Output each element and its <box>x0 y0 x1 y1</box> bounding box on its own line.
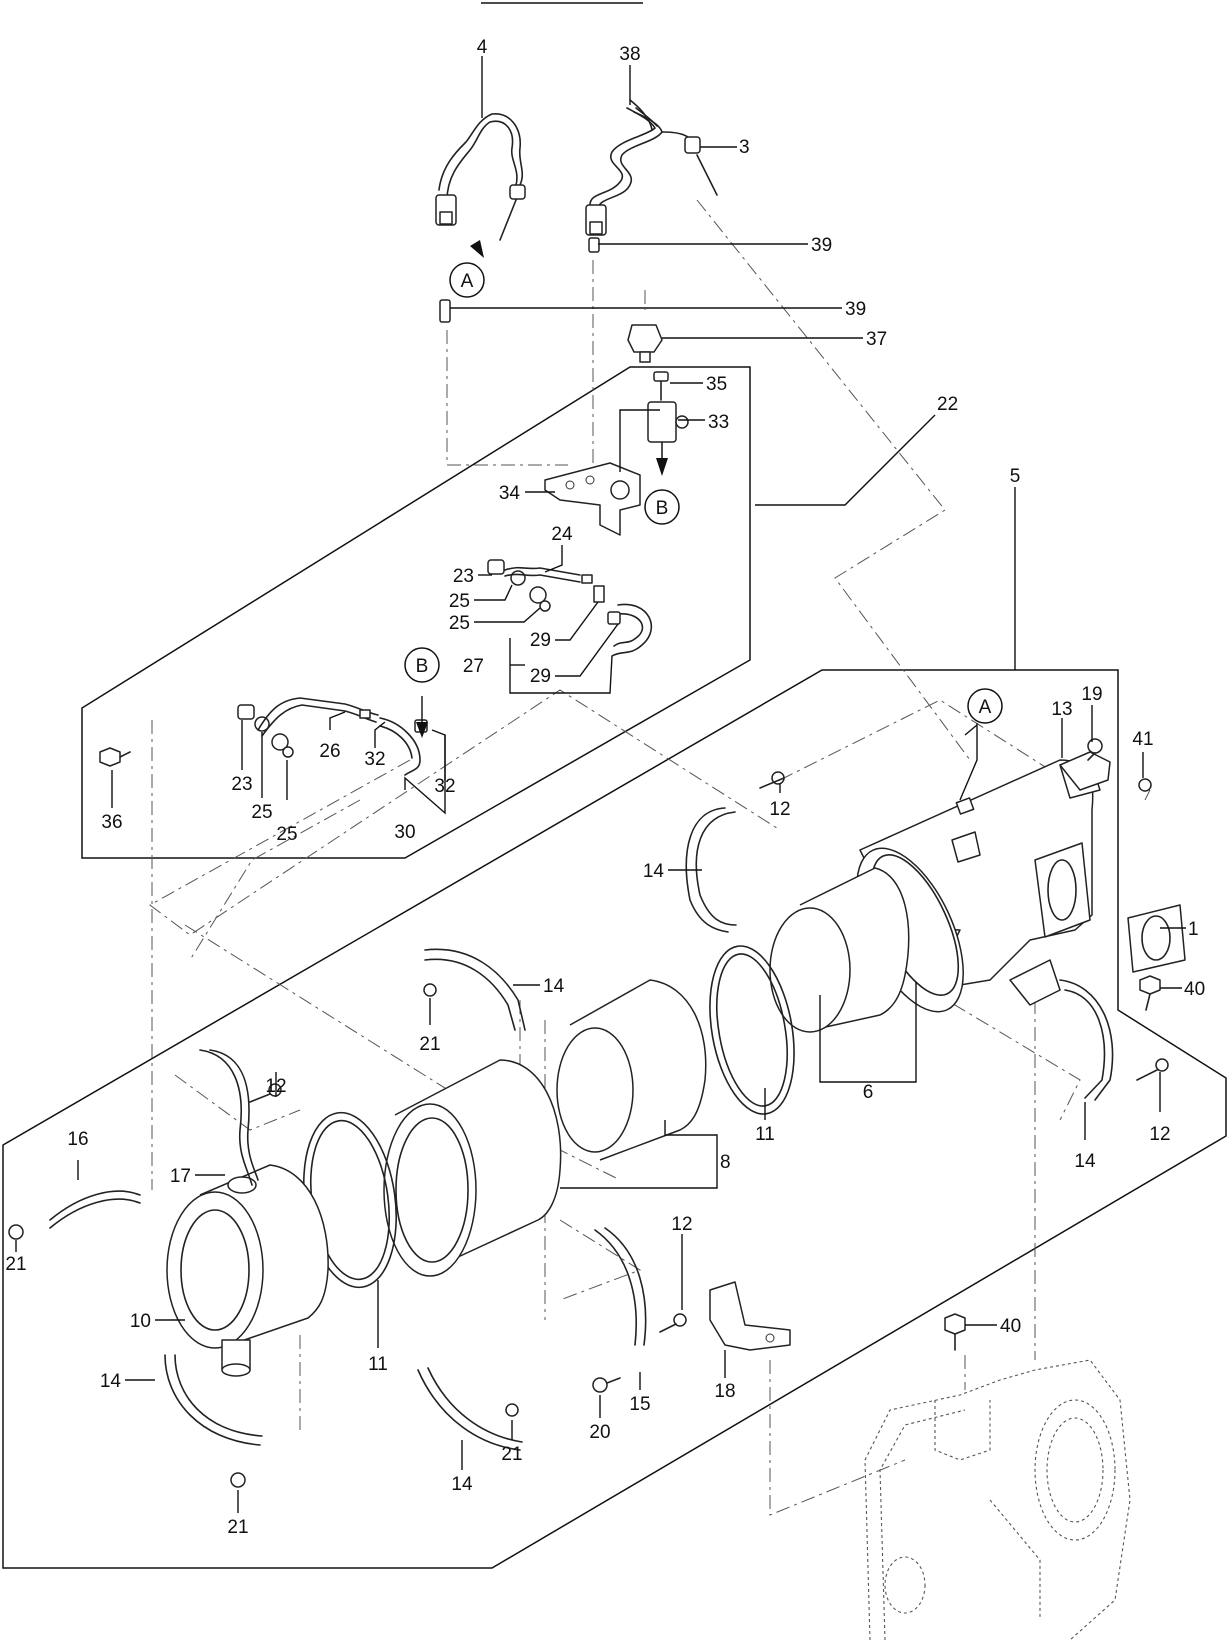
callout-24: 24 <box>551 524 573 545</box>
bolt-35 <box>653 371 669 401</box>
marker-a-right: A <box>967 688 1003 724</box>
callout-1: 1 <box>1188 919 1199 940</box>
callout-40-lower: 40 <box>1000 1316 1021 1337</box>
bracket-13 <box>1059 751 1111 791</box>
arrow-heads <box>416 240 668 738</box>
callout-6: 6 <box>863 1082 874 1103</box>
callout-12-top: 12 <box>769 799 790 820</box>
muffler-inlet-10 <box>166 1164 329 1377</box>
callout-40-upper: 40 <box>1184 979 1205 1000</box>
callout-39-upper: 39 <box>811 235 832 256</box>
marker-a-top: A <box>449 262 485 298</box>
callout-16: 16 <box>67 1129 88 1150</box>
callout-21-left: 21 <box>5 1254 26 1275</box>
marker-a-right-label: A <box>979 697 992 718</box>
callout-23-upper: 23 <box>453 566 474 587</box>
filter-element-8 <box>556 979 707 1161</box>
callout-29-upper: 29 <box>530 630 551 651</box>
callout-labels: 4 38 3 39 39 37 35 33 22 5 34 24 23 25 2… <box>5 37 1205 1538</box>
callout-32-right: 32 <box>434 776 455 797</box>
callout-25-lower-b: 25 <box>276 824 297 845</box>
sensor-harness-4 <box>435 113 526 323</box>
callout-12-bottom: 12 <box>671 1214 692 1235</box>
bracket-34 <box>544 462 641 536</box>
marker-b-sensor-label: B <box>656 498 669 519</box>
callout-25-lower-a: 25 <box>251 802 272 823</box>
marker-b-hose-label: B <box>416 656 429 677</box>
callout-14-right: 14 <box>1074 1151 1096 1172</box>
callout-30: 30 <box>394 822 415 843</box>
callout-41: 41 <box>1132 729 1153 750</box>
marker-b-hose: B <box>404 647 440 683</box>
frame-sensor-group-22 <box>81 366 751 859</box>
callout-33: 33 <box>708 412 729 433</box>
callout-35: 35 <box>706 374 727 395</box>
pressure-sensor-33 <box>647 401 689 461</box>
callout-8: 8 <box>720 1152 731 1173</box>
callout-25-upper-a: 25 <box>449 591 470 612</box>
callout-14-bottom: 14 <box>451 1474 473 1495</box>
plug-37 <box>627 324 663 363</box>
callout-36: 36 <box>101 812 122 833</box>
engine-gear-housing-reference <box>864 1359 1131 1641</box>
sensor-harness-3-38 <box>585 99 718 253</box>
callout-26: 26 <box>319 741 340 762</box>
callout-18: 18 <box>714 1381 735 1402</box>
callout-leader-lines <box>15 56 1186 1513</box>
pipe-24-fittings <box>487 559 605 612</box>
callout-19: 19 <box>1081 684 1102 705</box>
callout-14-left: 14 <box>100 1371 122 1392</box>
callout-27: 27 <box>463 656 484 677</box>
callout-20: 20 <box>589 1422 610 1443</box>
callout-39-lower: 39 <box>845 299 866 320</box>
callout-15: 15 <box>629 1394 650 1415</box>
marker-b-sensor: B <box>644 489 680 525</box>
flange-gasket-1 <box>1127 904 1186 973</box>
dpf-body-middle <box>383 1059 562 1277</box>
callout-22: 22 <box>937 394 958 415</box>
callout-11-left: 11 <box>368 1354 388 1375</box>
pipe-26-fittings <box>237 697 428 776</box>
clamp-bands-14-16-17 <box>49 807 1114 1451</box>
callout-21-bottom-left: 21 <box>227 1517 248 1538</box>
callout-14-middle: 14 <box>543 976 565 997</box>
callout-5: 5 <box>1010 466 1021 487</box>
callout-10: 10 <box>130 1311 151 1332</box>
marker-a-top-label: A <box>461 271 474 292</box>
filter-element-6 <box>769 867 910 1033</box>
callout-29-lower: 29 <box>530 666 551 687</box>
callout-12-right: 12 <box>1149 1124 1170 1145</box>
callout-14-top: 14 <box>643 861 665 882</box>
callout-11-right: 11 <box>755 1124 775 1145</box>
callout-25-upper-b: 25 <box>449 613 470 634</box>
callout-17: 17 <box>170 1166 191 1187</box>
callout-13: 13 <box>1051 699 1072 720</box>
hose-27 <box>607 603 653 657</box>
callout-38: 38 <box>619 44 640 65</box>
fasteners-12-19-20-21-40-41 <box>8 738 1169 1488</box>
callout-21-bottom-right: 21 <box>501 1444 522 1465</box>
mounting-bracket-18 <box>709 1281 791 1351</box>
callout-12-left: 12 <box>265 1076 286 1097</box>
callout-37: 37 <box>866 329 887 350</box>
callout-21-middle: 21 <box>419 1034 440 1055</box>
callout-23-lower: 23 <box>231 774 252 795</box>
callout-3: 3 <box>739 137 750 158</box>
callout-4: 4 <box>477 37 488 58</box>
callout-34: 34 <box>499 483 521 504</box>
bolt-36 <box>99 747 131 767</box>
callout-32-left: 32 <box>364 749 385 770</box>
frame-dpf-assembly-5 <box>2 669 1227 1569</box>
